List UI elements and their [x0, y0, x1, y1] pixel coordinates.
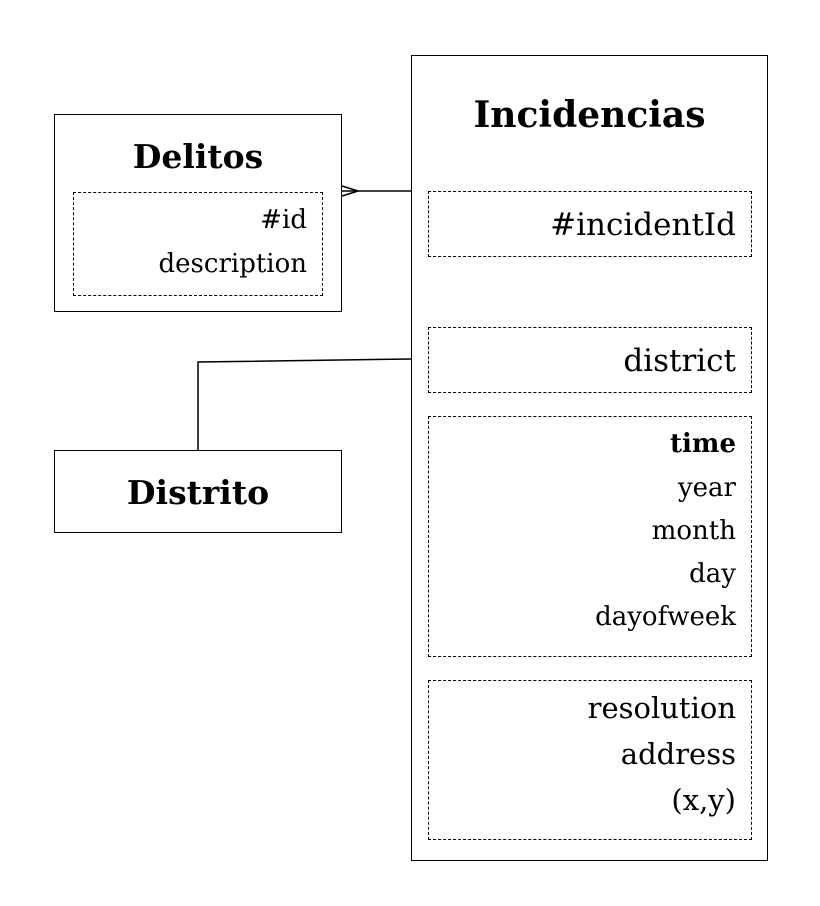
delitos-attribute-group: #id description — [73, 192, 323, 296]
attribute-dayofweek: dayofweek — [595, 602, 736, 632]
attribute-time-header: time — [670, 429, 736, 459]
entity-distrito[interactable]: Distrito — [54, 450, 342, 533]
attribute-address: address — [620, 737, 736, 771]
incidencias-district-group: district — [428, 327, 752, 393]
distrito-incidencias-relationship — [197, 358, 412, 450]
entity-delitos[interactable]: Delitos #id description — [54, 114, 342, 312]
attribute-coordinates: (x,y) — [671, 783, 736, 817]
attribute-month: month — [651, 516, 736, 546]
incidencias-key-group: #incidentId — [428, 191, 752, 257]
entity-incidencias-title: Incidencias — [473, 94, 706, 136]
attribute-incident-id: #incidentId — [550, 207, 736, 243]
attribute-day: day — [689, 559, 736, 589]
attribute-description: description — [158, 249, 307, 279]
entity-incidencias[interactable]: Incidencias #incidentId district time ye… — [411, 55, 768, 861]
incidencias-details-group: resolution address (x,y) — [428, 680, 752, 840]
delitos-incidencias-relationship — [341, 185, 411, 197]
entity-distrito-title: Distrito — [126, 473, 270, 512]
attribute-year: year — [677, 473, 736, 503]
crow-foot-upper — [341, 185, 359, 192]
crow-foot-lower — [341, 190, 359, 197]
incidencias-time-group: time year month day dayofweek — [428, 416, 752, 657]
attribute-id: #id — [260, 205, 307, 235]
attribute-district: district — [623, 343, 736, 379]
entity-delitos-title: Delitos — [132, 137, 264, 176]
attribute-resolution: resolution — [587, 691, 736, 725]
